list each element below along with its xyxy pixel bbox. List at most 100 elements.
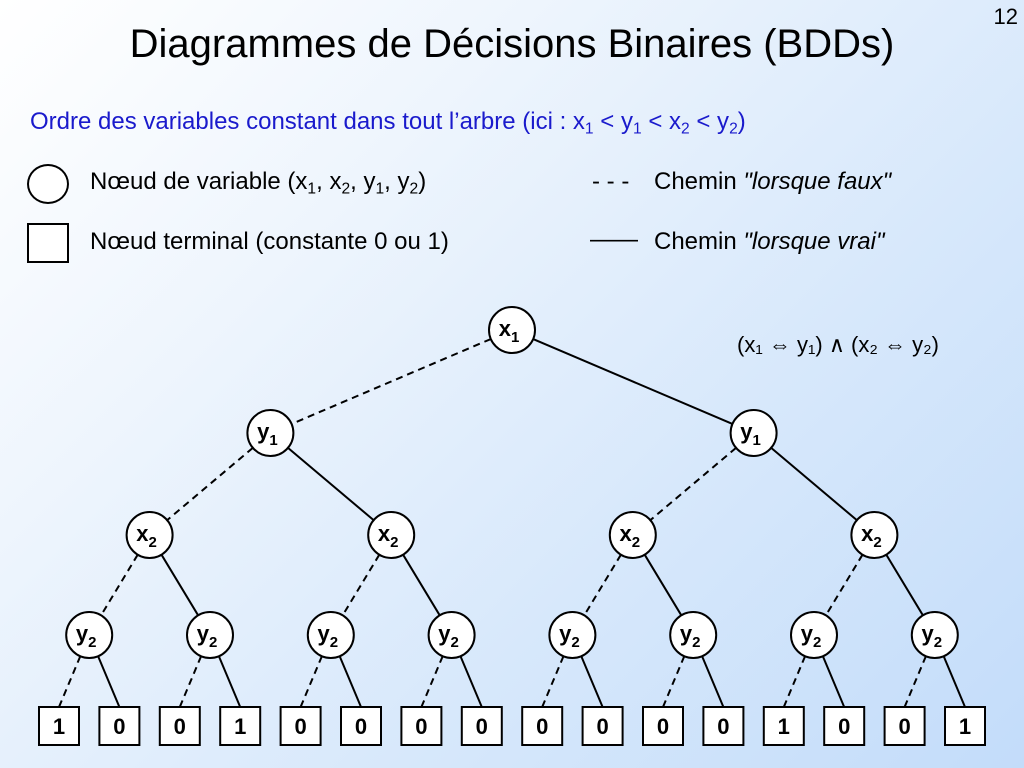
terminal-node: 0 — [340, 706, 382, 746]
terminal-node-value: 0 — [717, 714, 729, 739]
variable-node: x2 — [850, 511, 899, 559]
terminal-node: 0 — [98, 706, 141, 746]
legend-variable-node-text: Nœud de variable ( — [90, 168, 296, 195]
legend-true-symbol: —— — [590, 226, 638, 253]
terminal-node-value: 0 — [355, 714, 367, 739]
legend-false-symbol: - - - — [592, 168, 630, 195]
false-edge — [662, 655, 686, 708]
terminal-node: 0 — [521, 706, 564, 746]
terminal-node-box — [279, 706, 322, 746]
true-edge — [821, 655, 846, 708]
terminal-node-box — [702, 706, 745, 746]
terminal-node-box — [158, 706, 201, 746]
variable-node-circle — [367, 511, 416, 559]
circle-node-icon — [27, 164, 69, 204]
variable-node-label: x2 — [620, 521, 641, 551]
variable-node-circle — [186, 611, 234, 659]
false-edge — [649, 447, 737, 521]
false-edge — [541, 655, 565, 708]
variable-node-label: y2 — [76, 621, 97, 651]
formula: (x₁ ⇔ y₁) ∧ (x₂ ⇔ y₂) — [737, 332, 940, 357]
variable-node-circle — [790, 611, 838, 659]
false-edge — [903, 655, 927, 708]
terminal-node: 1 — [762, 706, 805, 746]
legend-terminal-node: Nœud terminal (constante 0 ou 1) — [90, 228, 449, 255]
true-edge — [160, 554, 199, 616]
legend-variable-node-close: ) — [418, 168, 427, 195]
variable-node-circle — [488, 306, 536, 354]
false-edge — [291, 338, 492, 425]
terminal-node: 0 — [642, 706, 684, 746]
false-edge — [166, 447, 254, 521]
variable-node-circle — [65, 611, 114, 659]
legend-true-path: Chemin "lorsque vrai" — [654, 228, 884, 256]
false-edge — [58, 655, 82, 708]
legend-true-label: Chemin — [654, 228, 744, 255]
variable-node: x1 — [488, 306, 536, 354]
terminal-node-box — [521, 706, 564, 746]
variable-node-label: x2 — [861, 521, 882, 551]
true-edge — [885, 554, 924, 616]
terminal-node-value: 1 — [778, 714, 790, 739]
variable-node-circle — [246, 409, 295, 457]
true-edge — [287, 447, 375, 521]
terminal-node-value: 1 — [234, 714, 246, 739]
variable-node-label: y2 — [801, 621, 822, 651]
subtitle: Ordre des variables constant dans tout l… — [30, 108, 746, 137]
variable-node-label: y2 — [559, 621, 580, 651]
variable-node-circle — [850, 511, 899, 559]
true-edge — [580, 655, 604, 708]
variable-node: y2 — [427, 611, 476, 659]
terminal-node-value: 0 — [536, 714, 548, 739]
terminal-node-box — [944, 706, 986, 746]
terminal-node-value: 0 — [476, 714, 488, 739]
terminal-node-value: 0 — [113, 714, 125, 739]
legend-false-path: Chemin "lorsque faux" — [654, 168, 891, 196]
variable-node-label: x1 — [499, 316, 520, 346]
true-edge — [97, 655, 121, 708]
variable-node: y2 — [910, 611, 959, 659]
terminal-node-box — [38, 706, 80, 746]
page-title: Diagrammes de Décisions Binaires (BDDs) — [129, 22, 895, 66]
terminal-node-value: 0 — [415, 714, 427, 739]
variable-node: x2 — [125, 511, 174, 559]
terminal-node: 0 — [400, 706, 443, 746]
true-edge — [217, 655, 242, 708]
true-edge — [459, 655, 483, 708]
legend-variable-list: x1, x2, y1, y2 — [295, 168, 419, 198]
true-edge — [532, 338, 733, 425]
true-edge — [402, 554, 441, 616]
square-node-icon — [27, 223, 69, 263]
false-edge — [178, 655, 203, 708]
terminal-node-value: 0 — [838, 714, 850, 739]
variable-node-label: y2 — [922, 621, 943, 651]
true-edge — [643, 554, 683, 616]
false-edge — [100, 554, 139, 616]
terminal-node: 0 — [702, 706, 745, 746]
true-edge — [770, 447, 858, 521]
terminal-node-box — [762, 706, 805, 746]
variable-node: y1 — [246, 409, 295, 457]
terminal-node-value: 0 — [294, 714, 306, 739]
terminal-node-value: 1 — [53, 714, 65, 739]
terminal-node-value: 0 — [898, 714, 910, 739]
terminal-node-value: 0 — [174, 714, 186, 739]
variable-node-circle — [125, 511, 174, 559]
false-edge — [420, 655, 444, 708]
legend-false-label: Chemin — [654, 168, 744, 195]
variable-node: y2 — [186, 611, 234, 659]
variable-node-label: y2 — [438, 621, 459, 651]
terminal-node-box — [883, 706, 926, 746]
terminal-node: 1 — [944, 706, 986, 746]
terminal-node: 0 — [279, 706, 322, 746]
terminal-node-box — [340, 706, 382, 746]
variable-node: x2 — [608, 511, 657, 559]
terminal-node: 0 — [883, 706, 926, 746]
variable-node-circle — [608, 511, 657, 559]
false-edge — [299, 655, 323, 708]
terminal-node-value: 0 — [657, 714, 669, 739]
subtitle-close: ) — [737, 108, 746, 135]
terminal-node-box — [98, 706, 141, 746]
slide-number: 12 — [993, 4, 1018, 29]
